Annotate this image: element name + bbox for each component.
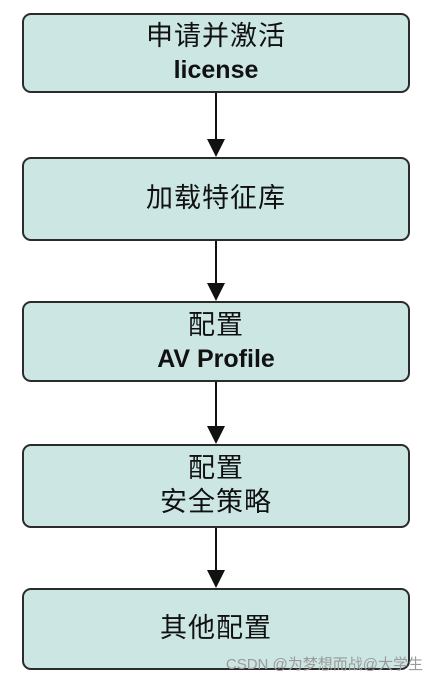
step-other-config: 其他配置 bbox=[22, 588, 410, 670]
step-configure-security-policy: 配置 安全策略 bbox=[22, 444, 410, 528]
arrow-2-to-3 bbox=[207, 241, 225, 301]
step-4-title: 配置 bbox=[188, 453, 244, 484]
arrow-1-to-2 bbox=[207, 93, 225, 157]
step-configure-av-profile: 配置 AV Profile bbox=[22, 301, 410, 382]
arrow-4-to-5 bbox=[207, 528, 225, 588]
step-apply-activate-license: 申请并激活 license bbox=[22, 13, 410, 93]
step-1-title: 申请并激活 bbox=[146, 21, 286, 52]
step-3-subtitle: AV Profile bbox=[157, 344, 275, 373]
step-5-title: 其他配置 bbox=[160, 613, 272, 644]
arrow-3-to-4 bbox=[207, 382, 225, 444]
step-1-subtitle: license bbox=[173, 56, 259, 84]
step-2-title: 加载特征库 bbox=[146, 183, 286, 214]
step-load-signature-db: 加载特征库 bbox=[22, 157, 410, 241]
step-3-title: 配置 bbox=[188, 309, 244, 341]
step-4-subtitle: 安全策略 bbox=[160, 487, 272, 518]
watermark: CSDN @为梦想而战@大学生 bbox=[225, 656, 423, 673]
